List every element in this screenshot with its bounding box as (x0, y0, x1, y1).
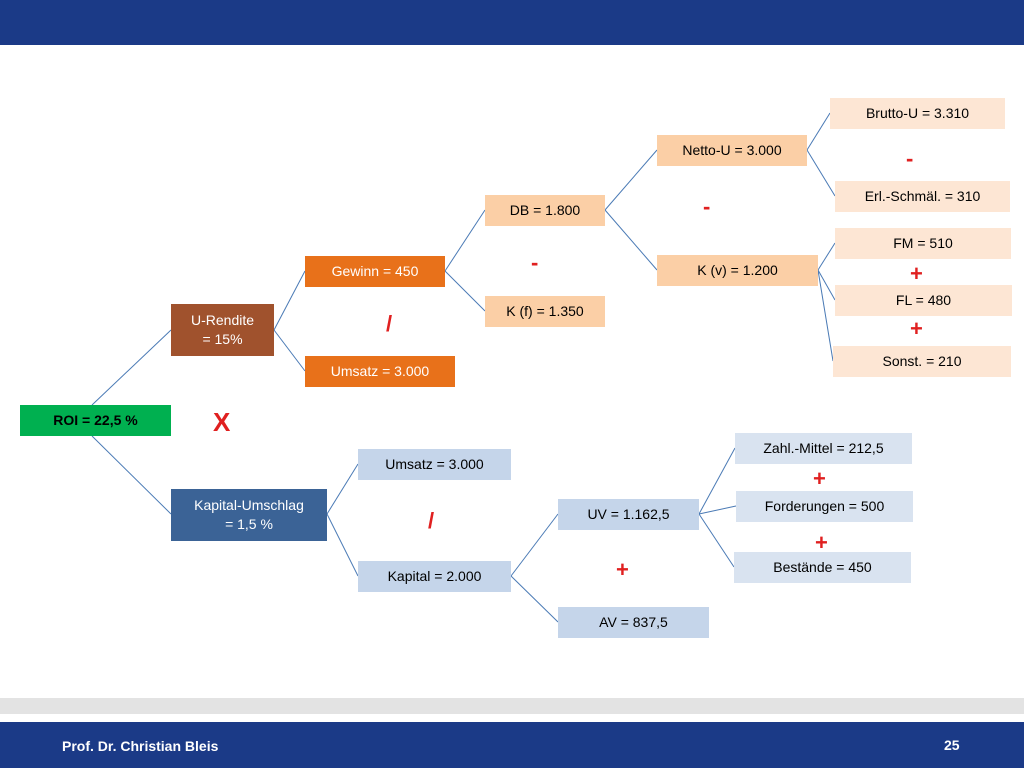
roi-node: ROI = 22,5 % (20, 405, 171, 436)
umsatz-top-node: Umsatz = 3.000 (305, 356, 455, 387)
plus-operator-fl-sonst: + (910, 316, 923, 341)
umsatz-bottom-node: Umsatz = 3.000 (358, 449, 511, 480)
divide-operator-top: / (386, 311, 393, 336)
footer-bar (0, 722, 1024, 768)
page-number: 25 (944, 737, 960, 753)
connector-uv-best (698, 513, 735, 568)
connector-gewinn-kf (444, 270, 486, 312)
k-f-node: K (f) = 1.350 (485, 296, 605, 327)
plus-operator-zahl-ford: + (813, 466, 826, 491)
k-v-node: K (v) = 1.200 (657, 255, 818, 286)
minus-operator-brutto-erl: - (906, 146, 914, 171)
plus-operator-ford-best: + (815, 530, 828, 555)
db-node: DB = 1.800 (485, 195, 605, 226)
uv-node: UV = 1.162,5 (558, 499, 699, 530)
brutto-u-node: Brutto-U = 3.310 (830, 98, 1005, 129)
connector-urendite-gewinn (273, 270, 306, 331)
times-operator: X (213, 407, 231, 437)
kapital-umschlag-node: Kapital-Umschlag = 1,5 % (171, 489, 327, 541)
connector-urendite-umsatz (273, 329, 306, 372)
connector-kapitalumschlag-kapital (326, 513, 359, 577)
connector-kapital-av (510, 575, 559, 623)
connector-gewinn-db (444, 209, 486, 272)
connector-db-kv (604, 209, 658, 271)
footer-author: Prof. Dr. Christian Bleis (62, 738, 219, 754)
connector-roi-urendite (91, 329, 172, 406)
footer-separator (0, 698, 1024, 714)
connector-kapital-uv (510, 513, 559, 577)
minus-operator-db-kf: - (531, 250, 539, 275)
erl-schmael-node: Erl.-Schmäl. = 310 (835, 181, 1010, 212)
fm-node: FM = 510 (835, 228, 1011, 259)
header-bar (0, 0, 1024, 45)
sonst-node: Sonst. = 210 (833, 346, 1011, 377)
u-rendite-node: U-Rendite = 15% (171, 304, 274, 356)
netto-u-node: Netto-U = 3.000 (657, 135, 807, 166)
connector-uv-ford (698, 505, 737, 515)
connector-kapitalumschlag-umsatz (326, 463, 359, 515)
av-node: AV = 837,5 (558, 607, 709, 638)
divide-operator-bottom: / (428, 508, 435, 533)
connector-uv-zahl (698, 447, 736, 515)
forderungen-node: Forderungen = 500 (736, 491, 913, 522)
connector-kv-fm (817, 242, 836, 271)
connector-kv-fl (817, 269, 836, 301)
connector-netto-brutto (806, 112, 831, 151)
bestaende-node: Bestände = 450 (734, 552, 911, 583)
connector-netto-erl (806, 149, 836, 197)
zahl-mittel-node: Zahl.-Mittel = 212,5 (735, 433, 912, 464)
plus-operator-fm-fl: + (910, 261, 923, 286)
kapital-node: Kapital = 2.000 (358, 561, 511, 592)
connector-roi-kapitalumschlag (91, 435, 172, 515)
minus-operator-netto-kv: - (703, 194, 711, 219)
plus-operator-uv-av: + (616, 557, 629, 582)
fl-node: FL = 480 (835, 285, 1012, 316)
connector-kv-sonst (817, 269, 834, 362)
gewinn-node: Gewinn = 450 (305, 256, 445, 287)
connector-db-netto (604, 149, 658, 211)
